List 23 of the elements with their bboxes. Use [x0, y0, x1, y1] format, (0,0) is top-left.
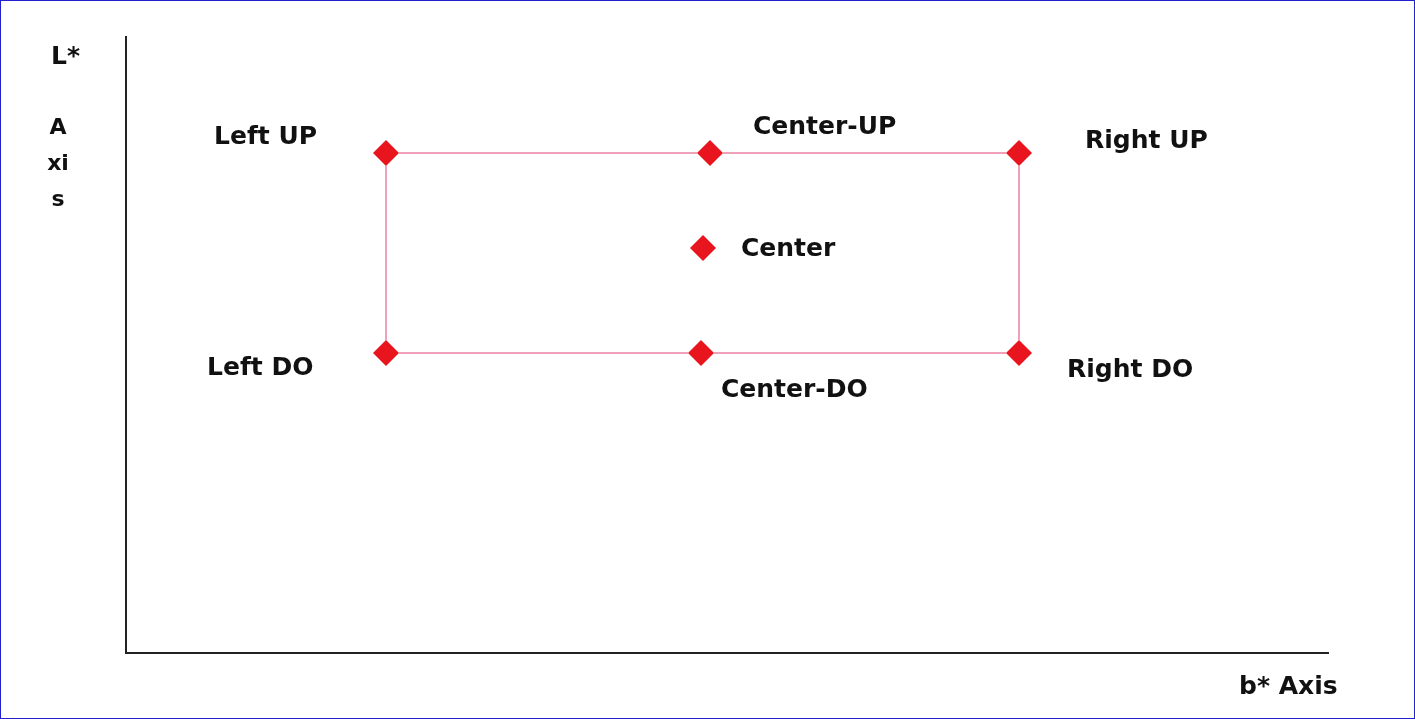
connector-line	[1018, 165, 1020, 341]
connector-line	[722, 152, 1007, 154]
connector-line	[398, 152, 698, 154]
axis-title: Axis	[47, 113, 69, 213]
point-label: Center	[741, 233, 836, 262]
axis-title: L*	[51, 41, 80, 70]
point-marker	[697, 140, 723, 166]
point-marker	[1006, 140, 1032, 166]
point-marker	[373, 140, 399, 166]
point-marker	[1006, 340, 1032, 366]
point-label: Center-UP	[753, 111, 897, 140]
point-label: Right UP	[1085, 125, 1208, 154]
point-marker	[688, 340, 714, 366]
connector-line	[713, 352, 1007, 354]
point-marker	[373, 340, 399, 366]
axis-title: b* Axis	[1239, 671, 1338, 700]
point-label: Right DO	[1067, 354, 1194, 383]
connector-line	[398, 352, 689, 354]
point-marker	[690, 235, 716, 261]
connector-line	[385, 165, 387, 341]
point-label: Left UP	[214, 121, 318, 150]
point-label: Center-DO	[721, 374, 868, 403]
point-label: Left DO	[207, 352, 314, 381]
